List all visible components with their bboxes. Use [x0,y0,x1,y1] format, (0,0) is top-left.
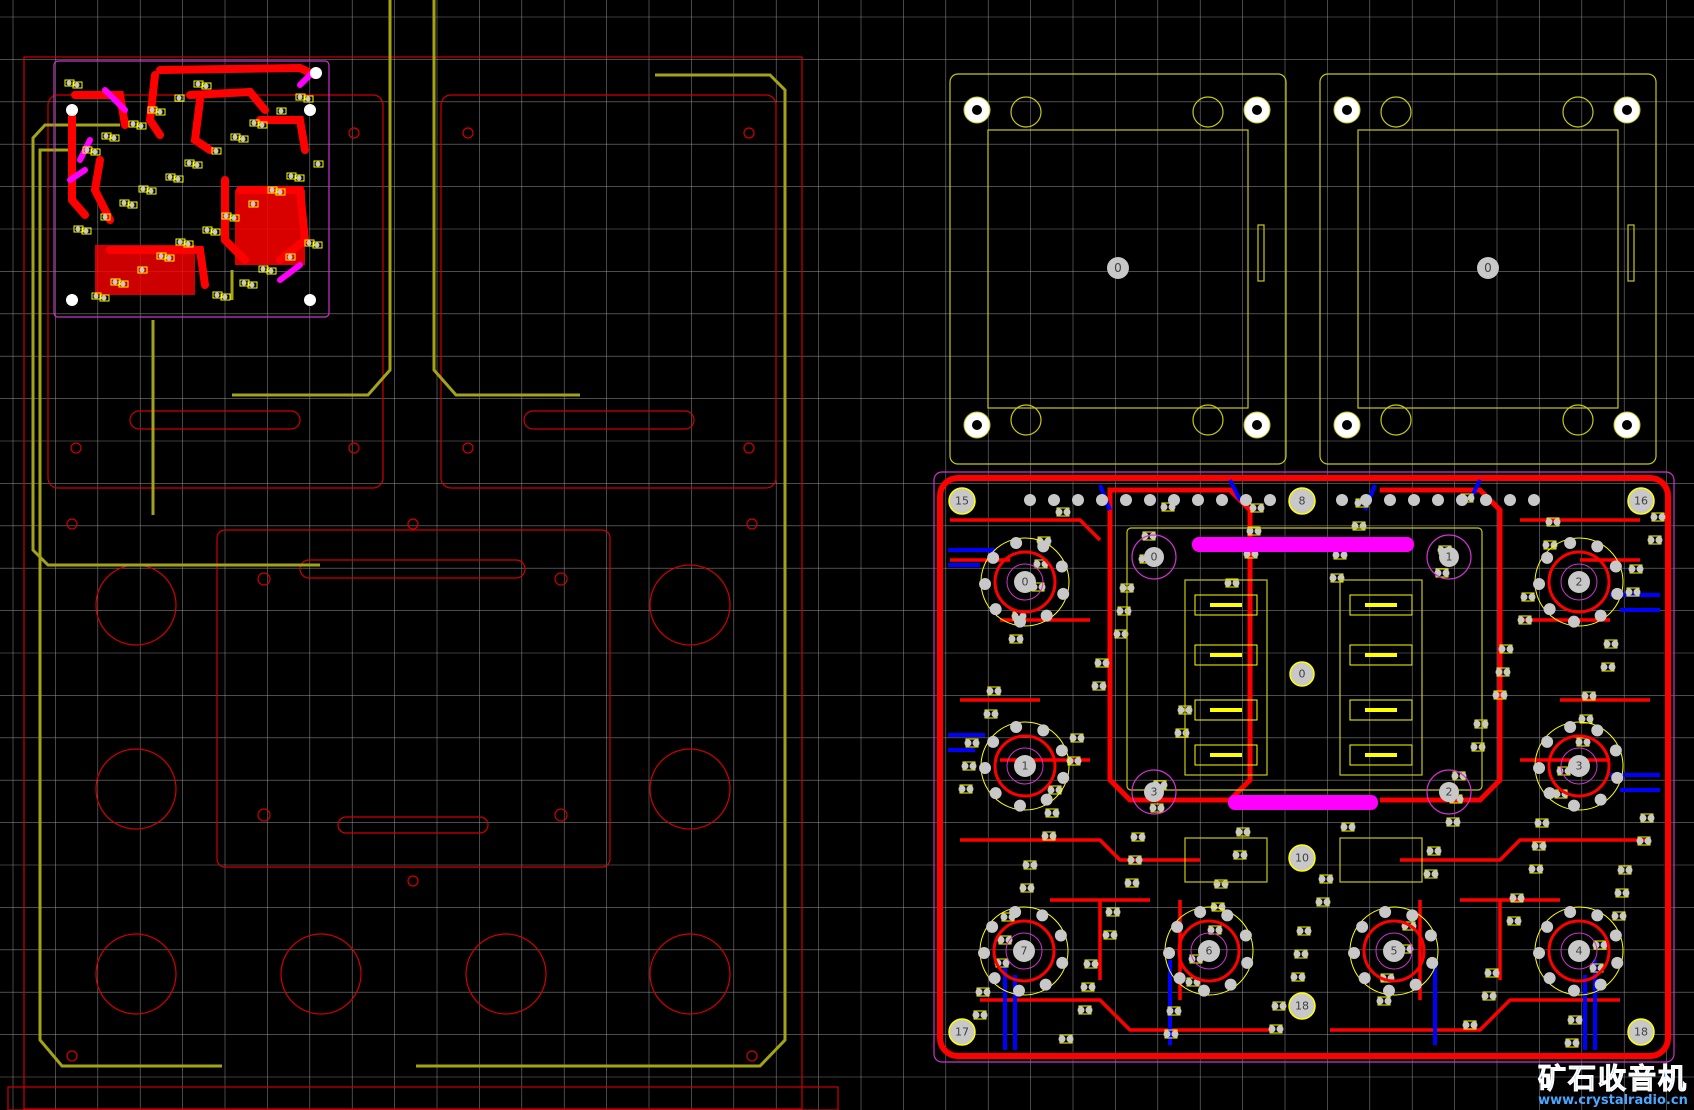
mount-hole-10-label: 10 [1295,852,1309,865]
watermark-title: 矿石收音机 [1537,1062,1688,1095]
transformer-center-pad[interactable]: 0 0 [1107,257,1499,279]
tube-socket-6[interactable]: 6 [1163,905,1254,997]
transformer-right[interactable] [1319,73,1657,465]
transformer-left[interactable] [949,73,1287,465]
mount-hole-17 [948,1018,976,1046]
tube-socket-2[interactable]: 2 [1533,536,1624,628]
mount-hole-15-label: 15 [955,495,969,508]
transformer-right-pad-label: 0 [1484,261,1492,275]
watermark-logo: 矿石收音机 www.crystalradio.cn [1537,1062,1688,1108]
amp-board-outline [933,471,1675,1063]
tube-socket-5[interactable]: 5 [1348,905,1439,997]
mount-hole-16-label: 16 [1634,495,1648,508]
output-stage-silkscreen [1126,527,1483,883]
mount-hole-18 [1627,1018,1655,1046]
tube-socket-label: 2 [1576,576,1583,589]
mount-hole-18-center-label: 18 [1295,1000,1309,1013]
enclosure-outline [7,56,839,1110]
amp-copper [937,475,1671,1059]
psu-board[interactable] [53,60,330,318]
tube-socket-label: 7 [1021,945,1028,958]
mount-hole-18-label: 18 [1634,1026,1648,1039]
psu-copper [64,63,324,306]
mount-hole-8-label: 8 [1299,495,1306,508]
amplifier-board[interactable] [933,471,1675,1063]
mount-hole-18-center [1288,992,1316,1020]
mount-hole-10 [1288,844,1316,872]
keepout-bar-bottom [1228,795,1378,810]
tube-ring-0-label: 0 [1151,551,1158,564]
mount-hole-center [1289,661,1315,687]
tube-socket-label: 5 [1391,945,1398,958]
tube-socket-3[interactable]: 3 [1533,720,1624,812]
mount-hole-8 [1288,487,1316,515]
tube-socket-0[interactable]: 0 [979,536,1070,628]
tube-ring-1-label: 1 [1446,551,1453,564]
psu-board-outline [53,60,330,318]
tube-sockets[interactable]: 0 1 2 3 4 5 6 7 [978,536,1624,997]
tube-socket-label: 6 [1206,945,1213,958]
mount-hole-15 [948,487,976,515]
tube-ring-2-label: 2 [1446,786,1453,799]
tube-socket-label: 0 [1022,576,1029,589]
amp-mount-holes[interactable]: 15 8 16 17 18 18 10 0 [948,487,1655,1046]
mount-hole-16 [1627,487,1655,515]
mechanical-layer [31,0,787,1068]
tube-socket-1[interactable]: 1 [979,720,1070,812]
transformer-mount-holes [963,96,1641,439]
transformer-left-pad-label: 0 [1114,261,1122,275]
watermark-url: www.crystalradio.cn [1538,1093,1688,1108]
mount-hole-17-label: 17 [955,1026,969,1039]
keepout-bar-top [1192,537,1414,552]
tube-socket-label: 3 [1576,760,1583,773]
tube-ring-3-label: 3 [1151,786,1158,799]
mount-hole-center-label: 0 [1299,668,1306,681]
tube-socket-7[interactable]: 7 [978,905,1069,997]
tube-socket-label: 1 [1022,760,1029,773]
output-tube-rings[interactable]: 0 1 3 2 [1131,534,1472,815]
tube-socket-4[interactable]: 4 [1533,905,1624,997]
tube-socket-label: 4 [1576,945,1583,958]
